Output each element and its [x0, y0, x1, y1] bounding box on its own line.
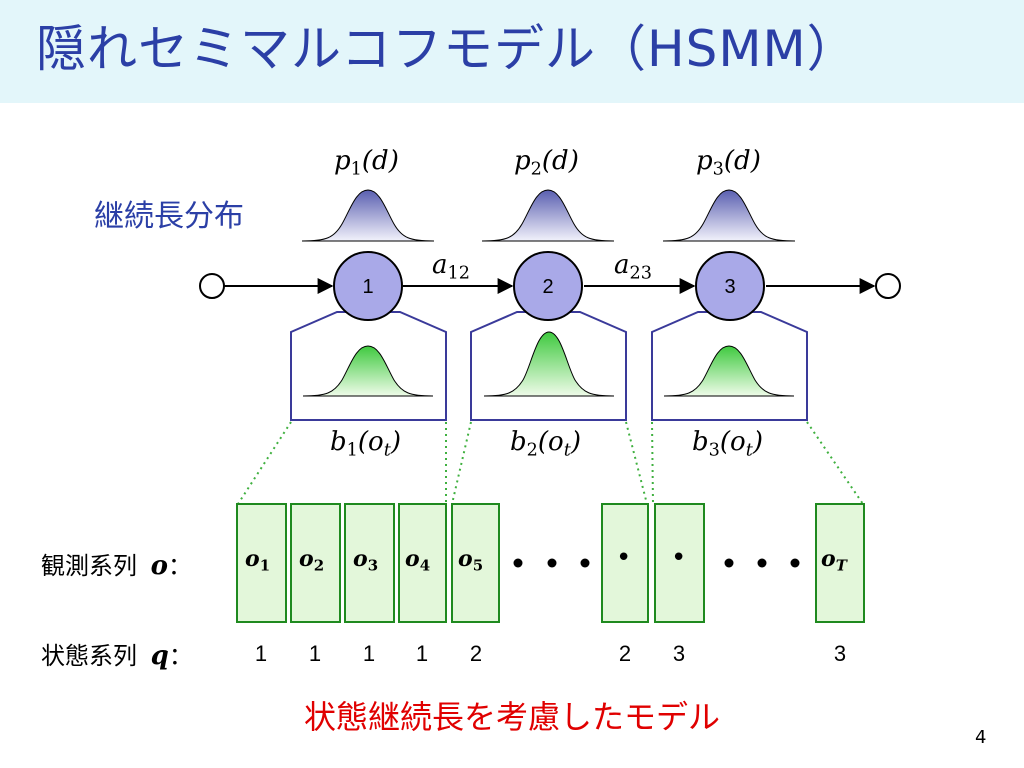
obs-box-7	[654, 503, 705, 623]
state-node-2-label: 2	[542, 276, 553, 298]
obs-label-7: •	[671, 543, 687, 573]
start-node	[199, 273, 225, 299]
duration-curve-3	[662, 189, 796, 242]
state-value-1: 1	[255, 641, 267, 666]
output-curve-2	[483, 331, 615, 397]
state-value-3: 1	[363, 641, 375, 666]
state-node-2	[513, 251, 583, 321]
output-dist-1: b1(ot)	[330, 427, 401, 461]
obs-label-6: •	[616, 543, 632, 573]
duration-distribution-label: 継続長分布	[94, 199, 244, 234]
emission-connectors	[237, 421, 864, 505]
state-value-T: 3	[834, 641, 846, 666]
obs-box-5	[451, 503, 500, 623]
obs-label-4: o4	[405, 546, 431, 575]
duration-dist-2: p2(d)	[514, 146, 579, 180]
transition-label-23: a23	[614, 250, 653, 284]
obs-box-6	[601, 503, 649, 623]
duration-curve-1	[301, 189, 435, 242]
output-curve-3	[663, 345, 795, 397]
observation-sequence-label: 観測系列 o：	[41, 551, 192, 581]
state-value-7: 3	[673, 641, 685, 666]
transition-label-12: a12	[432, 250, 471, 284]
state-symbol: q	[150, 641, 169, 671]
obs-box-2	[290, 503, 341, 623]
state-value-2: 1	[309, 641, 321, 666]
page-number: 4	[975, 727, 987, 748]
end-node	[875, 273, 901, 299]
obs-label-T: oT	[821, 546, 847, 575]
observation-sequence-text: 観測系列	[41, 552, 137, 580]
state-value-6: 2	[619, 641, 631, 666]
duration-dist-1: p1(d)	[334, 146, 399, 180]
duration-dist-3: p3(d)	[696, 146, 761, 180]
state-sequence-label: 状態系列 q：	[41, 641, 193, 671]
output-curve-1	[302, 345, 434, 397]
title-bar: 隠れセミマルコフモデル（HSMM）	[0, 0, 1024, 103]
obs-label-3: o3	[353, 546, 379, 575]
state-sequence-text: 状態系列	[41, 642, 137, 670]
state-value-5: 2	[470, 641, 482, 666]
output-dist-2: b2(ot)	[510, 427, 581, 461]
ellipsis-dots	[513, 558, 800, 568]
state-node-1	[333, 251, 403, 321]
page-title: 隠れセミマルコフモデル（HSMM）	[36, 20, 858, 78]
observation-symbol: o	[150, 551, 168, 581]
obs-box-4	[398, 503, 447, 623]
bottom-caption: 状態継続長を考慮したモデル	[303, 698, 720, 736]
output-dist-3: b3(ot)	[692, 427, 763, 461]
obs-box-3	[344, 503, 395, 623]
state-node-3-label: 3	[724, 276, 735, 298]
obs-label-1: o1	[245, 546, 271, 575]
obs-box-1	[236, 503, 287, 623]
state-node-1-label: 1	[362, 276, 373, 298]
state-value-4: 1	[416, 641, 428, 666]
obs-label-2: o2	[299, 546, 325, 575]
duration-curve-2	[481, 189, 615, 242]
obs-box-T	[815, 503, 865, 623]
obs-label-5: o5	[458, 546, 484, 575]
state-node-3	[695, 251, 765, 321]
